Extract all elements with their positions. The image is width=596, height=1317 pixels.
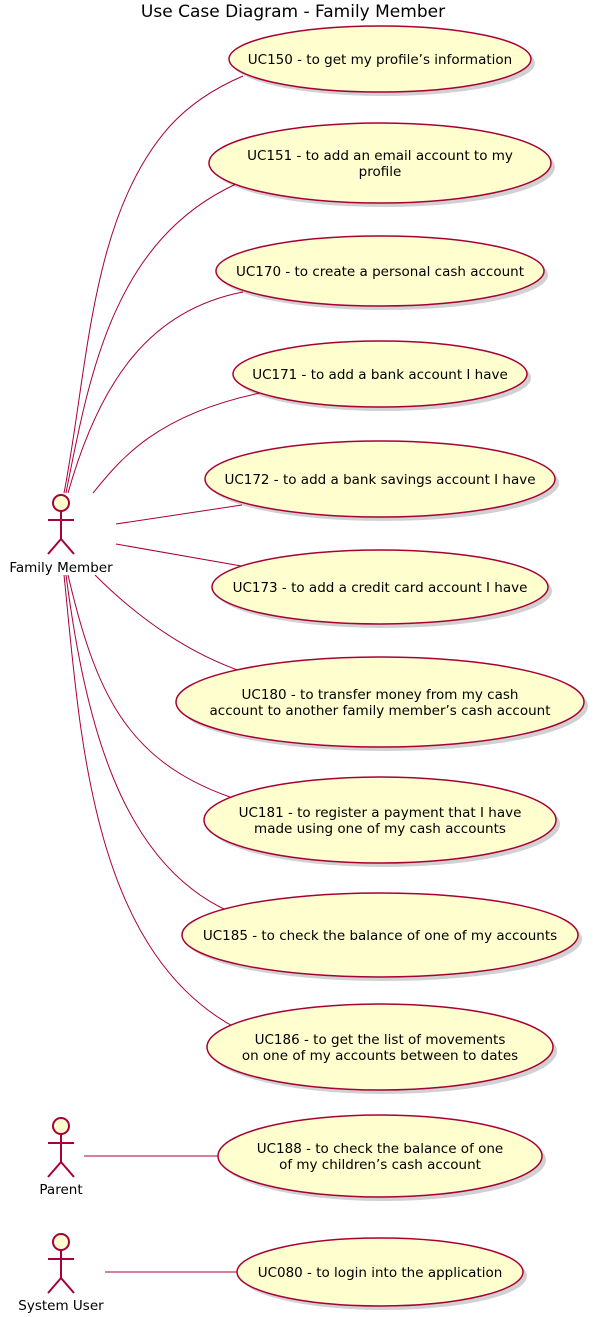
association-line-uc185 — [65, 574, 227, 911]
use-case-label: UC171 - to add a bank account I have — [252, 367, 508, 383]
use-case-label: UC080 - to login into the application — [258, 1265, 503, 1281]
actor-family-member[interactable]: Family Member — [9, 494, 113, 576]
association-line-uc186 — [63, 574, 237, 1029]
use-case-label: profile — [359, 164, 402, 180]
use-case-label: account to another family member’s cash … — [210, 703, 551, 719]
use-case-label: of my children’s cash account — [279, 1157, 481, 1173]
use-case-ellipse — [232, 340, 528, 408]
use-case-ellipse — [206, 1003, 554, 1091]
use-case-label: UC188 - to check the balance of one — [257, 1141, 504, 1157]
use-case-ellipse — [181, 892, 579, 978]
use-case-ellipse — [208, 122, 552, 204]
actor-label: Parent — [39, 1182, 82, 1198]
association-line-uc173 — [115, 543, 248, 568]
association-line-uc172 — [115, 504, 243, 525]
use-case-label: on one of my accounts between to dates — [242, 1048, 518, 1064]
use-case-ellipse — [175, 656, 585, 748]
use-case-uc080[interactable]: UC080 - to login into the application — [236, 1237, 527, 1310]
use-case-label: UC181 - to register a payment that I hav… — [239, 805, 522, 821]
use-case-label: UC150 - to get my profile’s information — [248, 52, 512, 68]
use-case-label: UC185 - to check the balance of one of m… — [203, 928, 557, 944]
actor-head-icon — [52, 1117, 70, 1135]
use-case-label: made using one of my cash accounts — [254, 821, 506, 837]
use-case-uc171[interactable]: UC171 - to add a bank account I have — [232, 340, 531, 411]
use-case-ellipse — [203, 776, 557, 864]
actor-body-icon — [47, 1134, 75, 1178]
use-case-label: UC172 - to add a bank savings account I … — [224, 472, 535, 488]
actor-head-icon — [52, 1233, 70, 1251]
actor-head-icon — [52, 494, 70, 512]
use-case-ellipse — [228, 25, 532, 93]
use-case-label: UC170 - to create a personal cash accoun… — [236, 264, 524, 280]
use-case-ellipse — [236, 1237, 524, 1307]
use-case-uc173[interactable]: UC173 - to add a credit card account I h… — [211, 549, 552, 628]
use-case-uc172[interactable]: UC172 - to add a bank savings account I … — [204, 440, 559, 521]
use-case-uc180[interactable]: UC180 - to transfer money from my cashac… — [175, 656, 588, 751]
use-case-label: UC186 - to get the list of movements — [255, 1032, 506, 1048]
actor-label: System User — [18, 1298, 104, 1314]
diagram-title: Use Case Diagram - Family Member — [141, 2, 445, 22]
use-case-ellipse — [217, 1114, 543, 1198]
actor-label: Family Member — [9, 560, 113, 576]
use-case-ellipse — [215, 235, 545, 307]
actor-body-icon — [47, 1250, 75, 1294]
association-line-uc180 — [94, 574, 244, 673]
actor-system-user[interactable]: System User — [18, 1233, 104, 1314]
association-line-uc181 — [67, 574, 231, 798]
use-case-ellipse — [211, 549, 549, 625]
use-case-uc151[interactable]: UC151 - to add an email account to mypro… — [208, 122, 555, 207]
use-case-uc150[interactable]: UC150 - to get my profile’s information — [228, 25, 535, 96]
association-line-uc170 — [67, 291, 244, 494]
use-case-label: UC151 - to add an email account to my — [247, 148, 513, 164]
association-lines — [63, 75, 261, 1273]
use-case-label: UC180 - to transfer money from my cash — [242, 687, 519, 703]
use-case-label: UC173 - to add a credit card account I h… — [233, 580, 528, 596]
actor-parent[interactable]: Parent — [39, 1117, 83, 1198]
association-line-uc150 — [63, 75, 244, 494]
use-case-uc181[interactable]: UC181 - to register a payment that I hav… — [203, 776, 560, 867]
use-case-ellipse — [204, 440, 556, 518]
use-case-uc170[interactable]: UC170 - to create a personal cash accoun… — [215, 235, 548, 310]
use-case-layer: UC150 - to get my profile’s informationU… — [175, 25, 588, 1310]
association-line-uc151 — [65, 183, 237, 494]
association-line-uc171 — [92, 392, 261, 494]
actor-body-icon — [47, 511, 75, 555]
use-case-uc185[interactable]: UC185 - to check the balance of one of m… — [181, 892, 582, 981]
